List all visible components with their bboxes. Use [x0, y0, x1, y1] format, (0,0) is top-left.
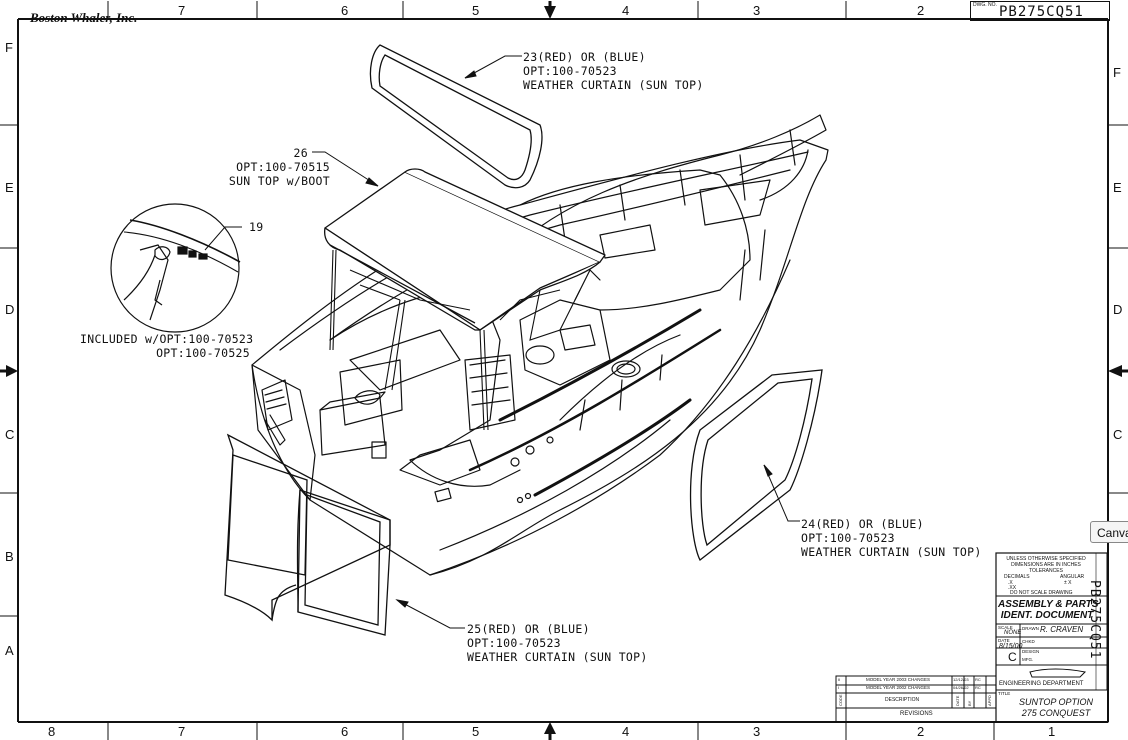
callout-24-line2: OPT:100-70523	[801, 531, 895, 545]
drawing-title-line2: 275 CONQUEST	[1021, 708, 1091, 718]
drawing-number-key: DWG. NO.	[973, 2, 997, 8]
zone-bottom-5: 5	[472, 724, 480, 739]
zone-top-3: 3	[753, 3, 761, 18]
zone-right-d: D	[1113, 302, 1123, 317]
rev-row-2-code: I	[838, 685, 840, 690]
zone-top-2: 2	[917, 3, 925, 18]
callout-26-number: 26	[293, 146, 308, 160]
chkd-label: CHKD	[1022, 639, 1035, 644]
zone-bottom-7: 7	[178, 724, 186, 739]
size-value: C	[1008, 650, 1017, 664]
zone-right-c: C	[1113, 427, 1123, 442]
zone-bottom-1: 1	[1048, 724, 1056, 739]
callout-included-line2: OPT:100-70525	[156, 346, 250, 360]
document-title-line1: ASSEMBLY & PARTS	[998, 599, 1099, 610]
zone-left-c: C	[5, 427, 15, 442]
rev-header-description: DESCRIPTION	[885, 697, 920, 703]
callout-23-line2: OPT:100-70523	[523, 64, 617, 78]
tolerance-note: UNLESS OTHERWISE SPECIFIED DIMENSIONS AR…	[1000, 556, 1092, 574]
zone-top-6: 6	[341, 3, 349, 18]
decimals-label: DECIMALS	[1004, 574, 1030, 580]
drawn-value: R. CRAVEN	[1040, 625, 1084, 634]
title-label: TITLE	[998, 691, 1011, 696]
document-title-line2: IDENT. DOCUMENT	[1000, 610, 1094, 621]
zone-left-e: E	[5, 180, 14, 195]
tolerance-note-line1: UNLESS OTHERWISE SPECIFIED	[1006, 556, 1086, 562]
drawing-number-box: DWG. NO. PB275CQ51	[970, 1, 1110, 21]
callout-included-line1: INCLUDED w/OPT:100-70523	[80, 332, 254, 346]
callout-25-line3: WEATHER CURTAIN (SUN TOP)	[467, 650, 648, 664]
engineering-department: ENGINEERING DEPARTMENT	[999, 681, 1084, 687]
callout-26: 26 OPT:100-70515 SUN TOP w/BOOT	[225, 146, 330, 188]
rev-row-2-date: 04/26/02	[953, 685, 969, 690]
zone-right-f: F	[1113, 65, 1121, 80]
zone-top-5: 5	[472, 3, 480, 18]
rev-header-appd: APPD	[987, 695, 992, 706]
drawing-title-line1: SUNTOP OPTION	[1018, 697, 1093, 707]
rev-row-1-by: RC	[975, 677, 981, 682]
date-label: DATE	[998, 638, 1010, 643]
decimals-x: .X	[1008, 580, 1013, 586]
canvas-tooltip[interactable]: Canva	[1090, 521, 1128, 543]
callout-23-line3: WEATHER CURTAIN (SUN TOP)	[523, 78, 704, 92]
date-value: 8/15/00	[999, 643, 1023, 650]
callout-23-line1: 23(RED) OR (BLUE)	[523, 50, 646, 64]
rev-row-1-code: II	[838, 677, 841, 682]
rev-header-code: CODE	[838, 694, 843, 706]
zone-top-4: 4	[622, 3, 630, 18]
zone-bottom-8: 8	[48, 724, 56, 739]
revisions-label: REVISIONS	[900, 711, 933, 717]
callout-26-line2: OPT:100-70515	[236, 160, 330, 174]
rev-row-2-desc: MODEL YEAR 2002 CHANGES	[866, 685, 931, 690]
tolerance-note-line3: TOLERANCES	[1029, 568, 1063, 574]
drawing-number: PB275CQ51	[999, 4, 1084, 20]
scale-label: SCALE	[998, 625, 1013, 630]
tolerance-note-line2: DIMENSIONS ARE IN INCHES	[1011, 562, 1081, 568]
company-name: Boston Whaler, Inc.	[30, 10, 138, 25]
zone-left-f: F	[5, 40, 13, 55]
zone-bottom-3: 3	[753, 724, 761, 739]
callout-19: 19	[249, 220, 264, 234]
document-title: ASSEMBLY & PARTS IDENT. DOCUMENT	[998, 599, 1099, 621]
rev-header-date: DATE	[955, 695, 960, 706]
mfg-label: MFG.	[1022, 657, 1034, 662]
rev-header-by: BY	[967, 700, 972, 706]
callout-included: INCLUDED w/OPT:100-70523 OPT:100-70525	[80, 332, 254, 360]
callout-24-line3: WEATHER CURTAIN (SUN TOP)	[801, 545, 982, 559]
rev-row-1-date: 12/12/03	[953, 677, 969, 682]
callout-25: 25(RED) OR (BLUE) OPT:100-70523 WEATHER …	[467, 622, 648, 664]
zone-bottom-6: 6	[341, 724, 349, 739]
callout-24-line1: 24(RED) OR (BLUE)	[801, 517, 924, 531]
callout-24: 24(RED) OR (BLUE) OPT:100-70523 WEATHER …	[801, 517, 982, 559]
decimals-xx: .XX	[1008, 585, 1017, 591]
callout-25-line2: OPT:100-70523	[467, 636, 561, 650]
callout-23: 23(RED) OR (BLUE) OPT:100-70523 WEATHER …	[523, 50, 704, 92]
zone-left-a: A	[5, 643, 14, 658]
design-label: DESIGN	[1022, 649, 1040, 654]
callout-26-line3: SUN TOP w/BOOT	[228, 174, 330, 188]
zone-left-b: B	[5, 549, 14, 564]
scale-value: NONE	[1004, 630, 1022, 636]
do-not-scale: DO NOT SCALE DRAWING	[1010, 590, 1073, 596]
zone-top-7: 7	[178, 3, 186, 18]
rev-row-2-by: RC	[975, 685, 981, 690]
zone-left-d: D	[5, 302, 15, 317]
angular-label: ANGULAR	[1060, 574, 1085, 580]
callout-25-line1: 25(RED) OR (BLUE)	[467, 622, 590, 636]
drawing-title: SUNTOP OPTION 275 CONQUEST	[1012, 697, 1100, 719]
zone-bottom-2: 2	[917, 724, 925, 739]
zone-bottom-4: 4	[622, 724, 630, 739]
zone-right-e: E	[1113, 180, 1122, 195]
drawn-label: DRAWN	[1022, 626, 1039, 631]
vertical-drawing-number: PB275CQ51	[1087, 580, 1102, 660]
angular-value: ± X	[1064, 580, 1072, 586]
rev-row-1-desc: MODEL YEAR 2003 CHANGES	[866, 677, 931, 682]
